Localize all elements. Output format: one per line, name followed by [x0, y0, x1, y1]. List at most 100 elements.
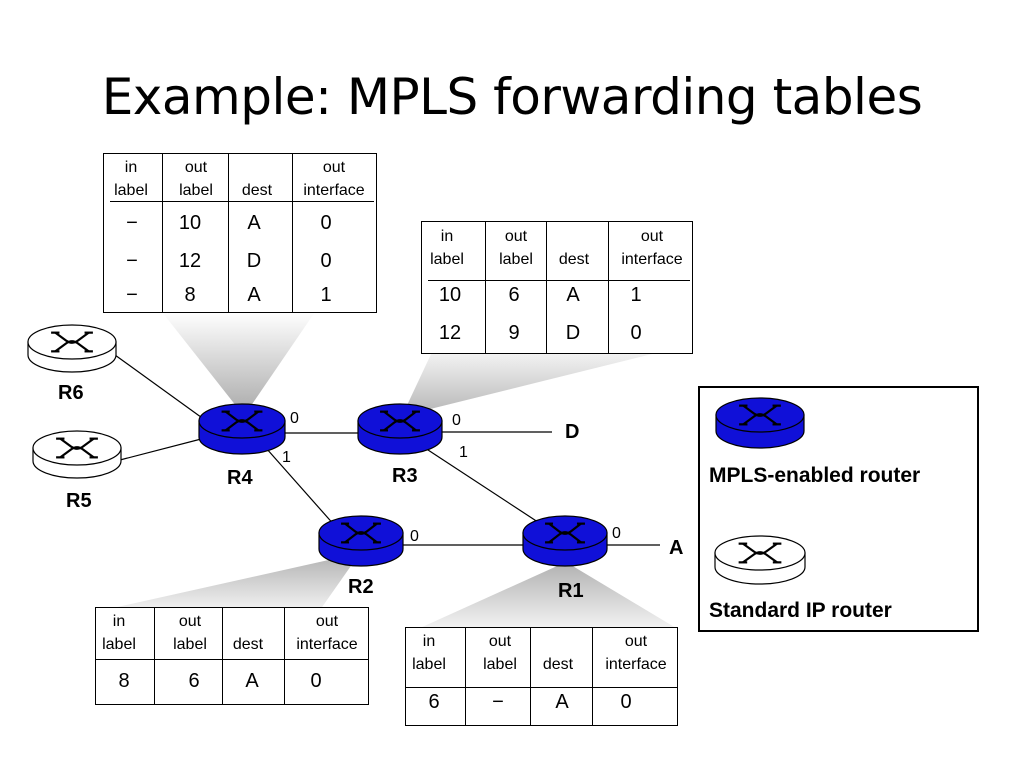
slide-title: Example: MPLS forwarding tables [101, 68, 923, 126]
table-cell-dest: A [555, 691, 569, 713]
crossed-arrows-icon [56, 437, 98, 459]
r3-table-callout [402, 352, 660, 416]
table-cell-iface: 1 [320, 284, 332, 306]
table-cell-iface: 0 [310, 670, 322, 692]
link-r6-r4 [114, 354, 206, 421]
table-column-divider [546, 222, 547, 353]
crossed-arrows-icon [545, 522, 585, 544]
crossed-arrows-icon [51, 331, 93, 353]
table-column-divider [292, 154, 293, 312]
table-cell-out: 6 [188, 670, 200, 692]
table-cell-in: − [126, 284, 138, 306]
table-header-divider [110, 201, 374, 202]
table-cell-in: 10 [438, 284, 462, 306]
port-r4-right: 0 [290, 410, 299, 427]
table-cell-in: 12 [438, 322, 462, 344]
legend-mpls-label: MPLS-enabled router [709, 464, 921, 487]
table-header-divider [406, 687, 677, 688]
table-column-divider [530, 628, 531, 725]
table-cell-dest: D [565, 322, 581, 344]
table-header-dest: dest [232, 636, 264, 653]
r1-table-callout [420, 562, 676, 628]
table-cell-iface: 0 [620, 691, 632, 713]
crossed-arrows-icon [738, 542, 782, 564]
table-header-dest: dest [241, 182, 273, 199]
table-header-dest: dest [542, 656, 574, 673]
r4-table-callout [162, 312, 315, 416]
table-column-divider [465, 628, 466, 725]
table-cell-out: 8 [184, 284, 196, 306]
r2-table-callout [104, 553, 360, 610]
table-cell-iface: 0 [630, 322, 642, 344]
destination-a: A [669, 537, 684, 559]
table-cell-out: 12 [178, 250, 202, 272]
table-cell-dest: A [247, 212, 261, 234]
table-header-divider [428, 280, 690, 281]
table-column-divider [608, 222, 609, 353]
router-label-r4: R4 [227, 467, 253, 489]
port-r1-right: 0 [612, 525, 621, 542]
router-r1 [522, 515, 608, 567]
table-cell-dest: A [566, 284, 580, 306]
legend-standard-router-icon [714, 535, 806, 585]
table-column-divider [284, 608, 285, 704]
router-r4 [198, 403, 286, 455]
crossed-arrows-icon [739, 404, 781, 426]
legend: MPLS-enabled router Standard IP router [698, 386, 979, 632]
crossed-arrows-icon [221, 410, 263, 432]
table-column-divider [154, 608, 155, 704]
table-cell-in: 6 [428, 691, 440, 713]
router-r6 [27, 324, 117, 373]
table-column-divider [228, 154, 229, 312]
crossed-arrows-icon [380, 410, 420, 432]
router-label-r6: R6 [58, 382, 84, 404]
table-cell-out: − [492, 691, 504, 713]
port-r3-down: 1 [459, 444, 468, 461]
table-cell-dest: A [245, 670, 259, 692]
router-r3 [357, 403, 443, 455]
table-cell-out: 9 [508, 322, 520, 344]
table-cell-iface: 0 [320, 212, 332, 234]
link-r4-r2 [265, 447, 337, 528]
table-column-divider [485, 222, 486, 353]
router-label-r2: R2 [348, 576, 374, 598]
destination-d: D [565, 421, 580, 443]
table-cell-in: 8 [118, 670, 130, 692]
table-header-dest: dest [558, 251, 590, 268]
crossed-arrows-icon [341, 522, 381, 544]
router-r5 [32, 430, 122, 479]
table-column-divider [162, 154, 163, 312]
router-label-r3: R3 [392, 465, 418, 487]
table-cell-iface: 1 [630, 284, 642, 306]
port-r3-right: 0 [452, 412, 461, 429]
table-cell-dest: A [247, 284, 261, 306]
table-cell-in: − [126, 250, 138, 272]
table-column-divider [592, 628, 593, 725]
table-header-divider [96, 659, 368, 660]
table-cell-out: 10 [178, 212, 202, 234]
link-r3-r1 [424, 447, 548, 529]
legend-icons [714, 397, 806, 585]
table-cell-in: − [126, 212, 138, 234]
router-label-r5: R5 [66, 490, 92, 512]
table-column-divider [222, 608, 223, 704]
port-r4-down: 1 [282, 449, 291, 466]
legend-standard-label: Standard IP router [709, 599, 892, 622]
